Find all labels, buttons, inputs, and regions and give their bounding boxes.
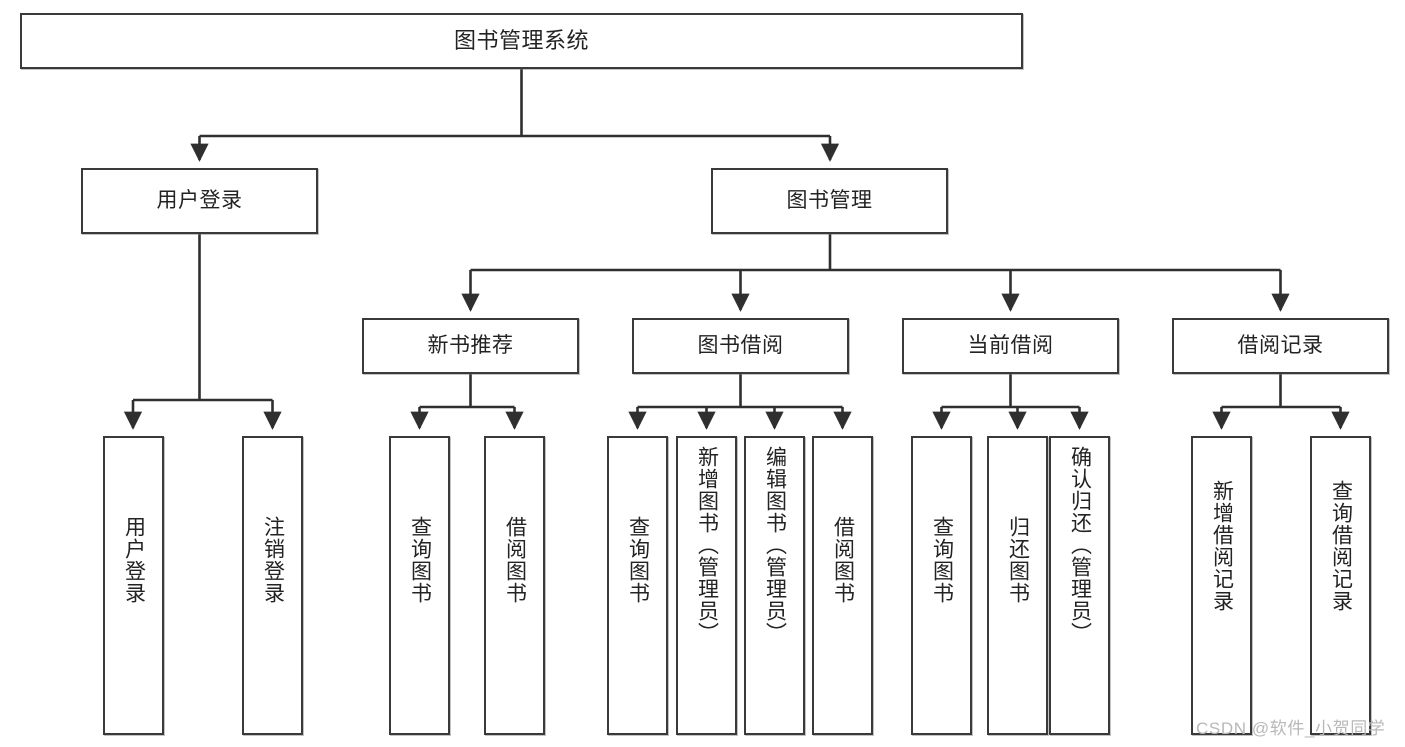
leaf-add-borrow-record[interactable]: 新增借阅记录 (1191, 436, 1252, 735)
node-label: 用户登录 (156, 188, 243, 212)
leaf-borrow-books-nbr[interactable]: 借阅图书 (484, 436, 545, 735)
node-label: 借阅图书 (831, 516, 855, 604)
leaf-user-login[interactable]: 用户登录 (103, 436, 164, 735)
node-label: 归还图书 (1006, 516, 1030, 604)
node-label: 查询图书 (626, 516, 650, 604)
leaf-add-book-admin[interactable]: 新增图书（管理员） (676, 436, 737, 735)
node-label: 当前借阅 (967, 333, 1054, 357)
node-book-borrowing[interactable]: 图书借阅 (632, 318, 849, 374)
node-label: 借阅记录 (1237, 333, 1324, 357)
leaf-query-books-cb[interactable]: 查询图书 (911, 436, 972, 735)
node-label: 图书管理 (786, 188, 873, 212)
leaf-query-borrow-record[interactable]: 查询借阅记录 (1310, 436, 1371, 735)
leaf-return-books[interactable]: 归还图书 (987, 436, 1048, 735)
node-borrowing-records[interactable]: 借阅记录 (1172, 318, 1389, 374)
csdn-watermark: CSDN @软件_小贺同学 (1196, 719, 1386, 738)
node-new-book-recommendation[interactable]: 新书推荐 (362, 318, 579, 374)
leaf-query-books-nbr[interactable]: 查询图书 (389, 436, 450, 735)
node-label: 注销登录 (261, 516, 285, 604)
node-label: 编辑图书（管理员） (763, 446, 787, 644)
node-label: 查询图书 (930, 516, 954, 604)
node-label: 确认归还（管理员） (1068, 446, 1092, 644)
node-label: 新增图书（管理员） (695, 446, 719, 644)
leaf-edit-book-admin[interactable]: 编辑图书（管理员） (744, 436, 805, 735)
leaf-confirm-return-admin[interactable]: 确认归还（管理员） (1049, 436, 1110, 735)
leaf-query-books-bb[interactable]: 查询图书 (607, 436, 668, 735)
node-book-management[interactable]: 图书管理 (711, 168, 948, 234)
node-label: 新书推荐 (427, 333, 514, 357)
node-label: 查询图书 (408, 516, 432, 604)
node-current-borrowing[interactable]: 当前借阅 (902, 318, 1119, 374)
node-label: 图书管理系统 (453, 28, 589, 54)
node-label: 查询借阅记录 (1329, 480, 1353, 612)
node-root-system[interactable]: 图书管理系统 (20, 13, 1023, 69)
node-label: 图书借阅 (697, 333, 784, 357)
node-label: 借阅图书 (503, 516, 527, 604)
node-label: 新增借阅记录 (1210, 480, 1234, 612)
leaf-logout[interactable]: 注销登录 (242, 436, 303, 735)
leaf-borrow-books-bb[interactable]: 借阅图书 (812, 436, 873, 735)
node-user-login[interactable]: 用户登录 (81, 168, 318, 234)
node-label: 用户登录 (122, 516, 146, 604)
